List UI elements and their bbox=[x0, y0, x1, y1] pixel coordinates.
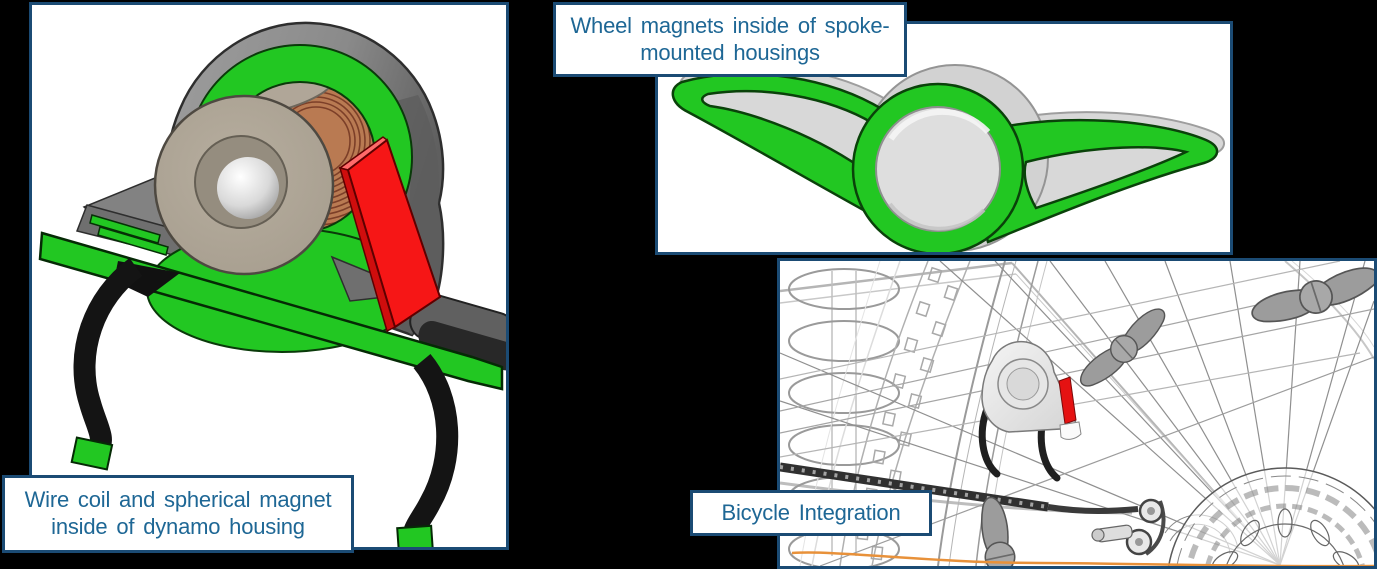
green-stripe-1 bbox=[89, 214, 161, 244]
spoke-caption-line2: mounted housings bbox=[640, 39, 820, 65]
chain bbox=[780, 462, 1166, 556]
dynamo-caption-line2: inside of dynamo housing bbox=[51, 514, 305, 539]
unit-left-clip bbox=[978, 405, 1001, 478]
spoke-housing-figure bbox=[671, 64, 1225, 252]
bicycle-wireframe-figure bbox=[780, 261, 1374, 566]
green-stripe-2 bbox=[97, 226, 169, 256]
spherical-magnet bbox=[217, 157, 279, 219]
dynamo-unit bbox=[978, 340, 1082, 482]
unit-bracket bbox=[1059, 421, 1082, 440]
dynamo-caption: Wire coil and spherical magnet inside of… bbox=[2, 475, 354, 553]
left-clip bbox=[73, 258, 143, 456]
rim bbox=[937, 261, 1374, 566]
magnet-highlight bbox=[888, 108, 991, 141]
left-clip-foot bbox=[70, 436, 114, 471]
right-wing bbox=[961, 118, 1219, 244]
magnet-plate bbox=[338, 136, 442, 333]
disc-brake-rotor bbox=[1167, 467, 1374, 566]
wire-cable bbox=[791, 551, 1374, 566]
suspension-spring bbox=[788, 268, 900, 566]
magnet-shade bbox=[888, 202, 986, 231]
bicycle-caption: Bicycle Integration bbox=[690, 490, 932, 536]
wheel-magnet bbox=[875, 106, 1001, 232]
dynamo-figure bbox=[38, 21, 506, 547]
mounting-clips bbox=[70, 258, 459, 547]
bicycle-caption-text: Bicycle Integration bbox=[721, 499, 901, 525]
clamp-block bbox=[409, 292, 506, 371]
spoke-caption: Wheel magnets inside of spoke- mounted h… bbox=[553, 2, 907, 77]
right-clip bbox=[402, 353, 459, 545]
dynamo-caption-line1: Wire coil and spherical magnet bbox=[24, 487, 332, 513]
right-clip-foot bbox=[396, 524, 434, 547]
axle-hardware bbox=[1091, 524, 1133, 543]
dynamo-render-panel bbox=[29, 2, 509, 550]
spoke-caption-line1: Wheel magnets inside of spoke- bbox=[570, 12, 890, 38]
unit-magnet-stripe bbox=[1058, 376, 1077, 425]
spoke-housing-panel bbox=[655, 21, 1233, 255]
derailleur-pulleys bbox=[1125, 498, 1164, 556]
